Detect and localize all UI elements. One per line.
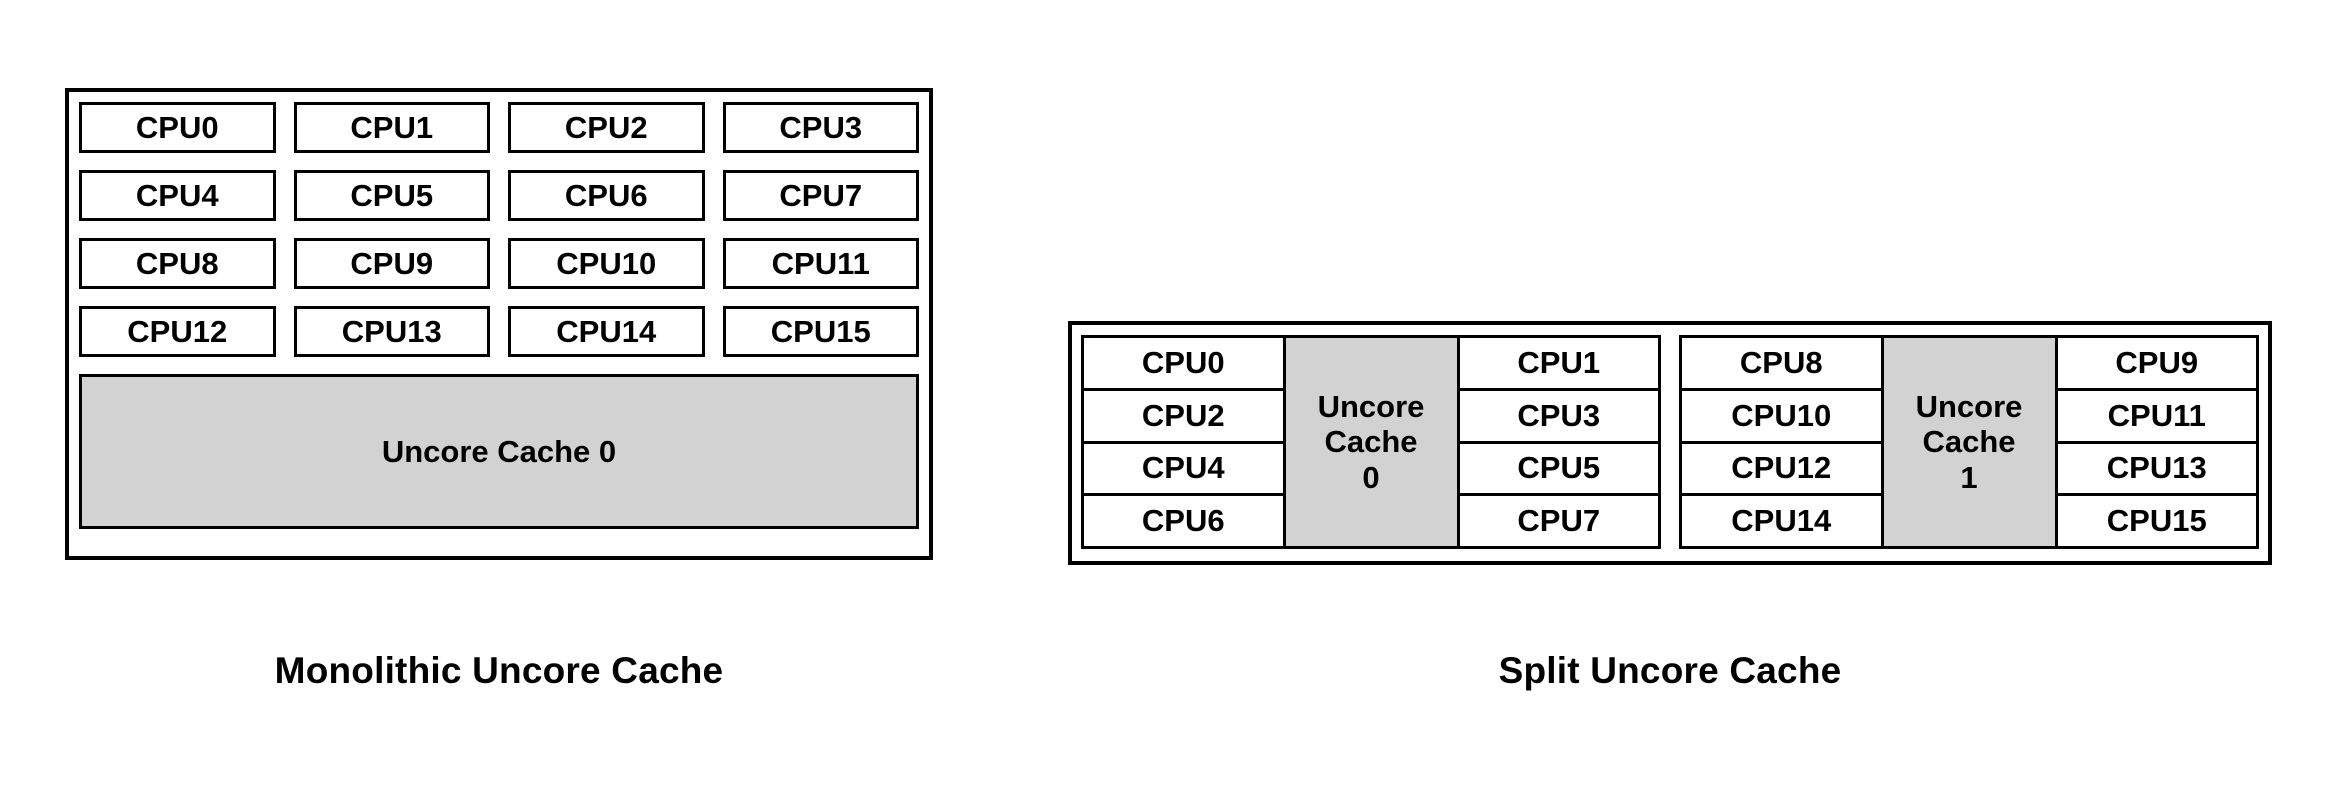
uncore-cache-1-line-3: 1 [1960,459,1978,495]
uncore-cache-1-block: Uncore Cache 1 [1880,335,2058,549]
cpu-box: CPU5 [1456,440,1661,497]
cpu-box: CPU5 [293,170,490,221]
cpu-box: CPU3 [1456,387,1661,444]
uncore-cache-0-line-3: 0 [1362,459,1380,495]
cpu-box: CPU13 [2054,440,2259,497]
cluster-0: CPU0 CPU2 CPU4 CPU6 Uncore Cache 0 CPU1 … [1081,335,1661,549]
cpu-box: CPU9 [2054,335,2259,391]
cluster-0-left-cpu-column: CPU0 CPU2 CPU4 CPU6 [1081,335,1286,549]
cpu-box: CPU10 [508,238,705,289]
uncore-cache-0-block: Uncore Cache 0 [1282,335,1460,549]
cpu-box: CPU8 [79,238,276,289]
cpu-box: CPU9 [293,238,490,289]
cpu-box: CPU7 [722,170,919,221]
cpu-box: CPU4 [79,170,276,221]
cpu-box: CPU1 [293,102,490,153]
monolithic-caption: Monolithic Uncore Cache [274,650,724,691]
cpu-box: CPU3 [722,102,919,153]
cpu-box: CPU0 [1081,335,1286,391]
cpu-box: CPU12 [79,306,276,357]
cluster-1-right-cpu-column: CPU9 CPU11 CPU13 CPU15 [2054,335,2259,549]
uncore-cache-1-line-1: Uncore [1915,388,2023,424]
cpu-box: CPU0 [79,102,276,153]
cpu-box: CPU13 [293,306,490,357]
cpu-box: CPU8 [1679,335,1884,391]
monolithic-uncore-cache-diagram: CPU0 CPU1 CPU2 CPU3 CPU4 CPU5 CPU6 CPU7 … [65,88,933,560]
monolithic-cpu-grid: CPU0 CPU1 CPU2 CPU3 CPU4 CPU5 CPU6 CPU7 … [79,102,919,357]
split-cluster-row: CPU0 CPU2 CPU4 CPU6 Uncore Cache 0 CPU1 … [1081,335,2259,549]
cpu-box: CPU6 [508,170,705,221]
cpu-box: CPU14 [508,306,705,357]
cpu-box: CPU2 [508,102,705,153]
cluster-1-left-cpu-column: CPU8 CPU10 CPU12 CPU14 [1679,335,1884,549]
cpu-box: CPU10 [1679,387,1884,444]
cpu-box: CPU7 [1456,493,1661,549]
split-uncore-cache-diagram: CPU0 CPU2 CPU4 CPU6 Uncore Cache 0 CPU1 … [1068,321,2272,565]
cpu-box: CPU2 [1081,387,1286,444]
cpu-box: CPU12 [1679,440,1884,497]
uncore-cache-0-line-2: Cache [1324,424,1418,460]
uncore-cache-0-block: Uncore Cache 0 [79,374,919,529]
cpu-box: CPU4 [1081,440,1286,497]
cpu-box: CPU6 [1081,493,1286,549]
cluster-0-right-cpu-column: CPU1 CPU3 CPU5 CPU7 [1456,335,1661,549]
cpu-box: CPU11 [2054,387,2259,444]
uncore-cache-0-line-1: Uncore [1317,388,1425,424]
cpu-box: CPU15 [722,306,919,357]
uncore-cache-1-line-2: Cache [1922,424,2016,460]
cpu-box: CPU14 [1679,493,1884,549]
cluster-1: CPU8 CPU10 CPU12 CPU14 Uncore Cache 1 CP… [1679,335,2259,549]
cpu-box: CPU1 [1456,335,1661,391]
cpu-box: CPU15 [2054,493,2259,549]
split-caption: Split Uncore Cache [1498,650,1842,691]
cpu-box: CPU11 [722,238,919,289]
